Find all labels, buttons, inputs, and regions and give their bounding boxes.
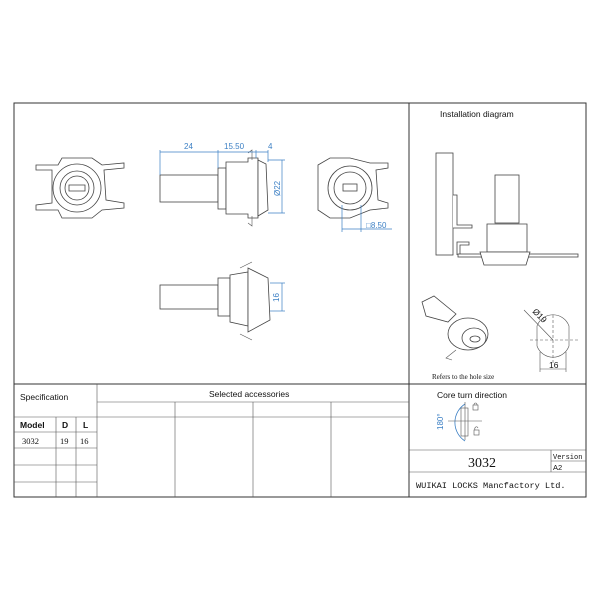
front-view-lock <box>35 157 125 219</box>
company-name: WUIKAI LOCKS Mancfactory Ltd. <box>416 481 566 491</box>
hole-note: Refers to the hole size <box>432 373 494 381</box>
header-d: D <box>62 420 68 430</box>
dim-16: 16 <box>272 293 281 302</box>
dim-15-50: 15.50 <box>224 142 245 151</box>
dim-square-8-50: □8.50 <box>366 221 387 230</box>
installation-drawing <box>435 152 579 266</box>
header-model: Model <box>20 420 45 430</box>
installation-title: Installation diagram <box>440 109 514 119</box>
side-view-lock <box>159 149 269 227</box>
dim-4: 4 <box>268 142 273 151</box>
dimension-lines-side: 24 15.50 4 Ø22 <box>159 142 285 214</box>
hole-diagram: Ø19 16 <box>523 306 578 372</box>
hole-diameter: Ø19 <box>531 306 550 325</box>
model-number: 3032 <box>468 456 496 471</box>
specification-title: Specification <box>20 392 68 402</box>
dim-24: 24 <box>184 142 193 151</box>
version-value: A2 <box>553 463 562 472</box>
version-label: Version <box>553 454 582 462</box>
title-block: 3032 Version A2 WUIKAI LOCKS Mancfactory… <box>409 449 586 491</box>
core-turn-title: Core turn direction <box>437 390 507 400</box>
drawing-frame <box>13 102 587 498</box>
accessories-table: Selected accessories <box>97 389 409 497</box>
turn-angle: 180° <box>436 413 445 430</box>
side-view-lock-2 <box>159 261 271 341</box>
specification-table: Specification Model D L 3032 19 16 <box>14 384 98 497</box>
isometric-lock <box>421 295 489 361</box>
cell-l: 16 <box>80 436 89 446</box>
dim-diameter-22: Ø22 <box>273 180 282 196</box>
core-turn-diagram: Core turn direction 180° <box>436 390 507 442</box>
header-l: L <box>83 420 88 430</box>
cell-d: 19 <box>60 436 69 446</box>
cell-model: 3032 <box>22 436 39 446</box>
dimension-lines-height: 16 <box>270 282 285 312</box>
rear-view-lock <box>317 157 389 219</box>
hole-width: 16 <box>549 360 559 370</box>
dimension-lines-rear: □8.50 <box>341 205 392 232</box>
accessories-title: Selected accessories <box>209 389 289 399</box>
